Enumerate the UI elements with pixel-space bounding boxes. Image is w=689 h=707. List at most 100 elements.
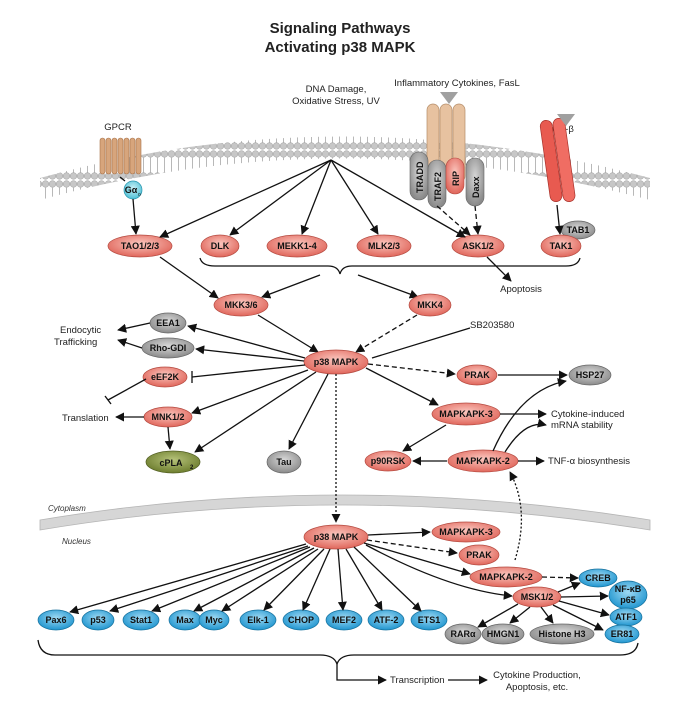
mapkapk2-mrna-arrow	[504, 418, 547, 453]
svg-text:NF-κB: NF-κB	[615, 584, 642, 594]
p38n-prak-arrow	[366, 539, 458, 557]
svg-text:p90RSK: p90RSK	[371, 456, 406, 466]
svg-text:ASK1/2: ASK1/2	[462, 241, 494, 251]
sb203580-label: SB203580	[470, 320, 514, 331]
svg-text:p65: p65	[620, 595, 636, 605]
svg-text:PRAK: PRAK	[464, 370, 490, 380]
daxx-node: Daxx	[465, 157, 485, 207]
p38-eef2k-inhibit	[191, 364, 306, 378]
endocytic-label-2: Trafficking	[54, 337, 97, 348]
tf-pax6-node: Pax6	[37, 609, 75, 631]
svg-text:MAPKAPK-2: MAPKAPK-2	[456, 456, 510, 466]
msk-nfkb-arrow	[560, 591, 609, 601]
hsp27-node: HSP27	[568, 364, 612, 386]
cpla2-node: cPLA 2	[145, 450, 201, 474]
tak1-node: TAK1	[540, 234, 582, 258]
svg-text:CHOP: CHOP	[288, 615, 314, 625]
tf-mef2-node: MEF2	[325, 609, 363, 631]
p38n-msk-arrow	[365, 544, 513, 600]
p38-cpla2-arrow	[194, 371, 317, 453]
mapkapk3-nuclear-node: MAPKAPK-3	[431, 521, 501, 543]
tf-chop-node: CHOP	[282, 609, 320, 631]
svg-text:MKK3/6: MKK3/6	[224, 300, 257, 310]
transcription-label: Transcription	[390, 675, 445, 686]
svg-text:Daxx: Daxx	[471, 176, 481, 198]
p38-mapkapk3-arrow	[365, 367, 439, 406]
mnk12-node: MNK1/2	[143, 406, 193, 428]
mnk-cpla2-arrow	[164, 426, 174, 450]
prak-node: PRAK	[456, 364, 498, 386]
svg-text:CREB: CREB	[585, 573, 611, 583]
svg-text:ETS1: ETS1	[418, 615, 441, 625]
tf-stat1-node: Stat1	[122, 609, 160, 631]
rip-node: RIP	[445, 157, 465, 195]
p38-mnk-arrow	[191, 369, 309, 415]
p38-prak-arrow	[367, 363, 456, 378]
msk-histone-arrow	[540, 606, 554, 624]
endocytic-label-1: Endocytic	[60, 325, 101, 336]
tradd-node: TRADD	[409, 151, 429, 201]
p38n-mapkapk2-arrow	[363, 542, 471, 577]
svg-text:MKK4: MKK4	[417, 300, 443, 310]
cytokines-label: Inflammatory Cytokines, FasL	[394, 78, 520, 89]
galpha-label: Gα	[125, 185, 138, 195]
rhogdi-node: Rho-GDI	[141, 337, 195, 359]
tgfb-receptor-icon	[539, 114, 576, 202]
histone-h3-node: Histone H3	[529, 623, 595, 645]
svg-text:MEKK1-4: MEKK1-4	[277, 241, 317, 251]
mlk23-node: MLK2/3	[356, 234, 412, 258]
mapkapk3-p90rsk-arrow	[402, 424, 447, 452]
svg-text:MNK1/2: MNK1/2	[151, 412, 184, 422]
ask12-node: ASK1/2	[451, 234, 505, 258]
svg-text:MAPKAPK-2: MAPKAPK-2	[479, 572, 533, 582]
p38-rhogdi-arrow	[195, 345, 305, 362]
svg-text:MAPKAPK-3: MAPKAPK-3	[439, 409, 493, 419]
p90rsk-node: p90RSK	[364, 450, 412, 472]
apoptosis-label: Apoptosis	[500, 284, 542, 295]
svg-text:Pax6: Pax6	[45, 615, 66, 625]
svg-text:TAK1: TAK1	[550, 241, 573, 251]
p38-tau-arrow	[288, 373, 329, 450]
mapkapk2-nuclear-node: MAPKAPK-2	[469, 566, 543, 588]
mkk4-to-p38-arrow	[355, 314, 418, 353]
svg-text:p53: p53	[90, 615, 106, 625]
msk-atf1-arrow	[558, 600, 610, 618]
svg-text:Elk-1: Elk-1	[247, 615, 269, 625]
nfkb-node: NF-κB p65	[608, 580, 648, 610]
svg-text:cPLA: cPLA	[159, 458, 183, 468]
dna-damage-label-1: DNA Damage,	[306, 84, 367, 95]
svg-text:TRAF2: TRAF2	[433, 172, 443, 201]
msk-hmgn1-arrow	[509, 606, 531, 624]
mapkapk2-creb-arrow	[541, 573, 579, 583]
mrna-label-1: Cytokine-induced	[551, 409, 624, 420]
dna-damage-label-2: Oxidative Stress, UV	[292, 96, 380, 107]
cytoplasm-label: Cytoplasm	[48, 504, 86, 513]
svg-text:ATF-2: ATF-2	[374, 615, 399, 625]
mkk4-node: MKK4	[408, 293, 452, 317]
svg-text:PRAK: PRAK	[466, 550, 492, 560]
transcription-brace	[37, 639, 639, 667]
svg-text:2: 2	[190, 465, 194, 471]
er81-node: ER81	[604, 624, 640, 644]
svg-text:TAO1/2/3: TAO1/2/3	[121, 241, 159, 251]
svg-text:ER81: ER81	[611, 629, 634, 639]
mapkapk2-node: MAPKAPK-2	[447, 449, 519, 473]
tf-elk1-node: Elk-1	[239, 609, 277, 631]
svg-text:p38 MAPK: p38 MAPK	[314, 357, 359, 367]
upstream-arrows	[119, 159, 581, 299]
msk-rar-arrow	[477, 603, 519, 628]
prak-nuclear-node: PRAK	[458, 544, 500, 566]
p38-mapk-nuclear-node: p38 MAPK	[303, 524, 369, 550]
msk-er81-arrow	[552, 604, 604, 631]
eef2k-node: eEF2K	[142, 366, 188, 388]
creb-node: CREB	[578, 568, 618, 588]
eef2k-translation-inhibit	[107, 378, 147, 401]
tao-node: TAO1/2/3	[107, 234, 173, 258]
galpha-node: Gα o	[123, 180, 143, 200]
diagram-title-line2: Activating p38 MAPK	[265, 39, 416, 56]
svg-text:TRADD: TRADD	[415, 161, 425, 193]
gpcr-label: GPCR	[104, 122, 132, 133]
tf-p53-node: p53	[81, 609, 115, 631]
